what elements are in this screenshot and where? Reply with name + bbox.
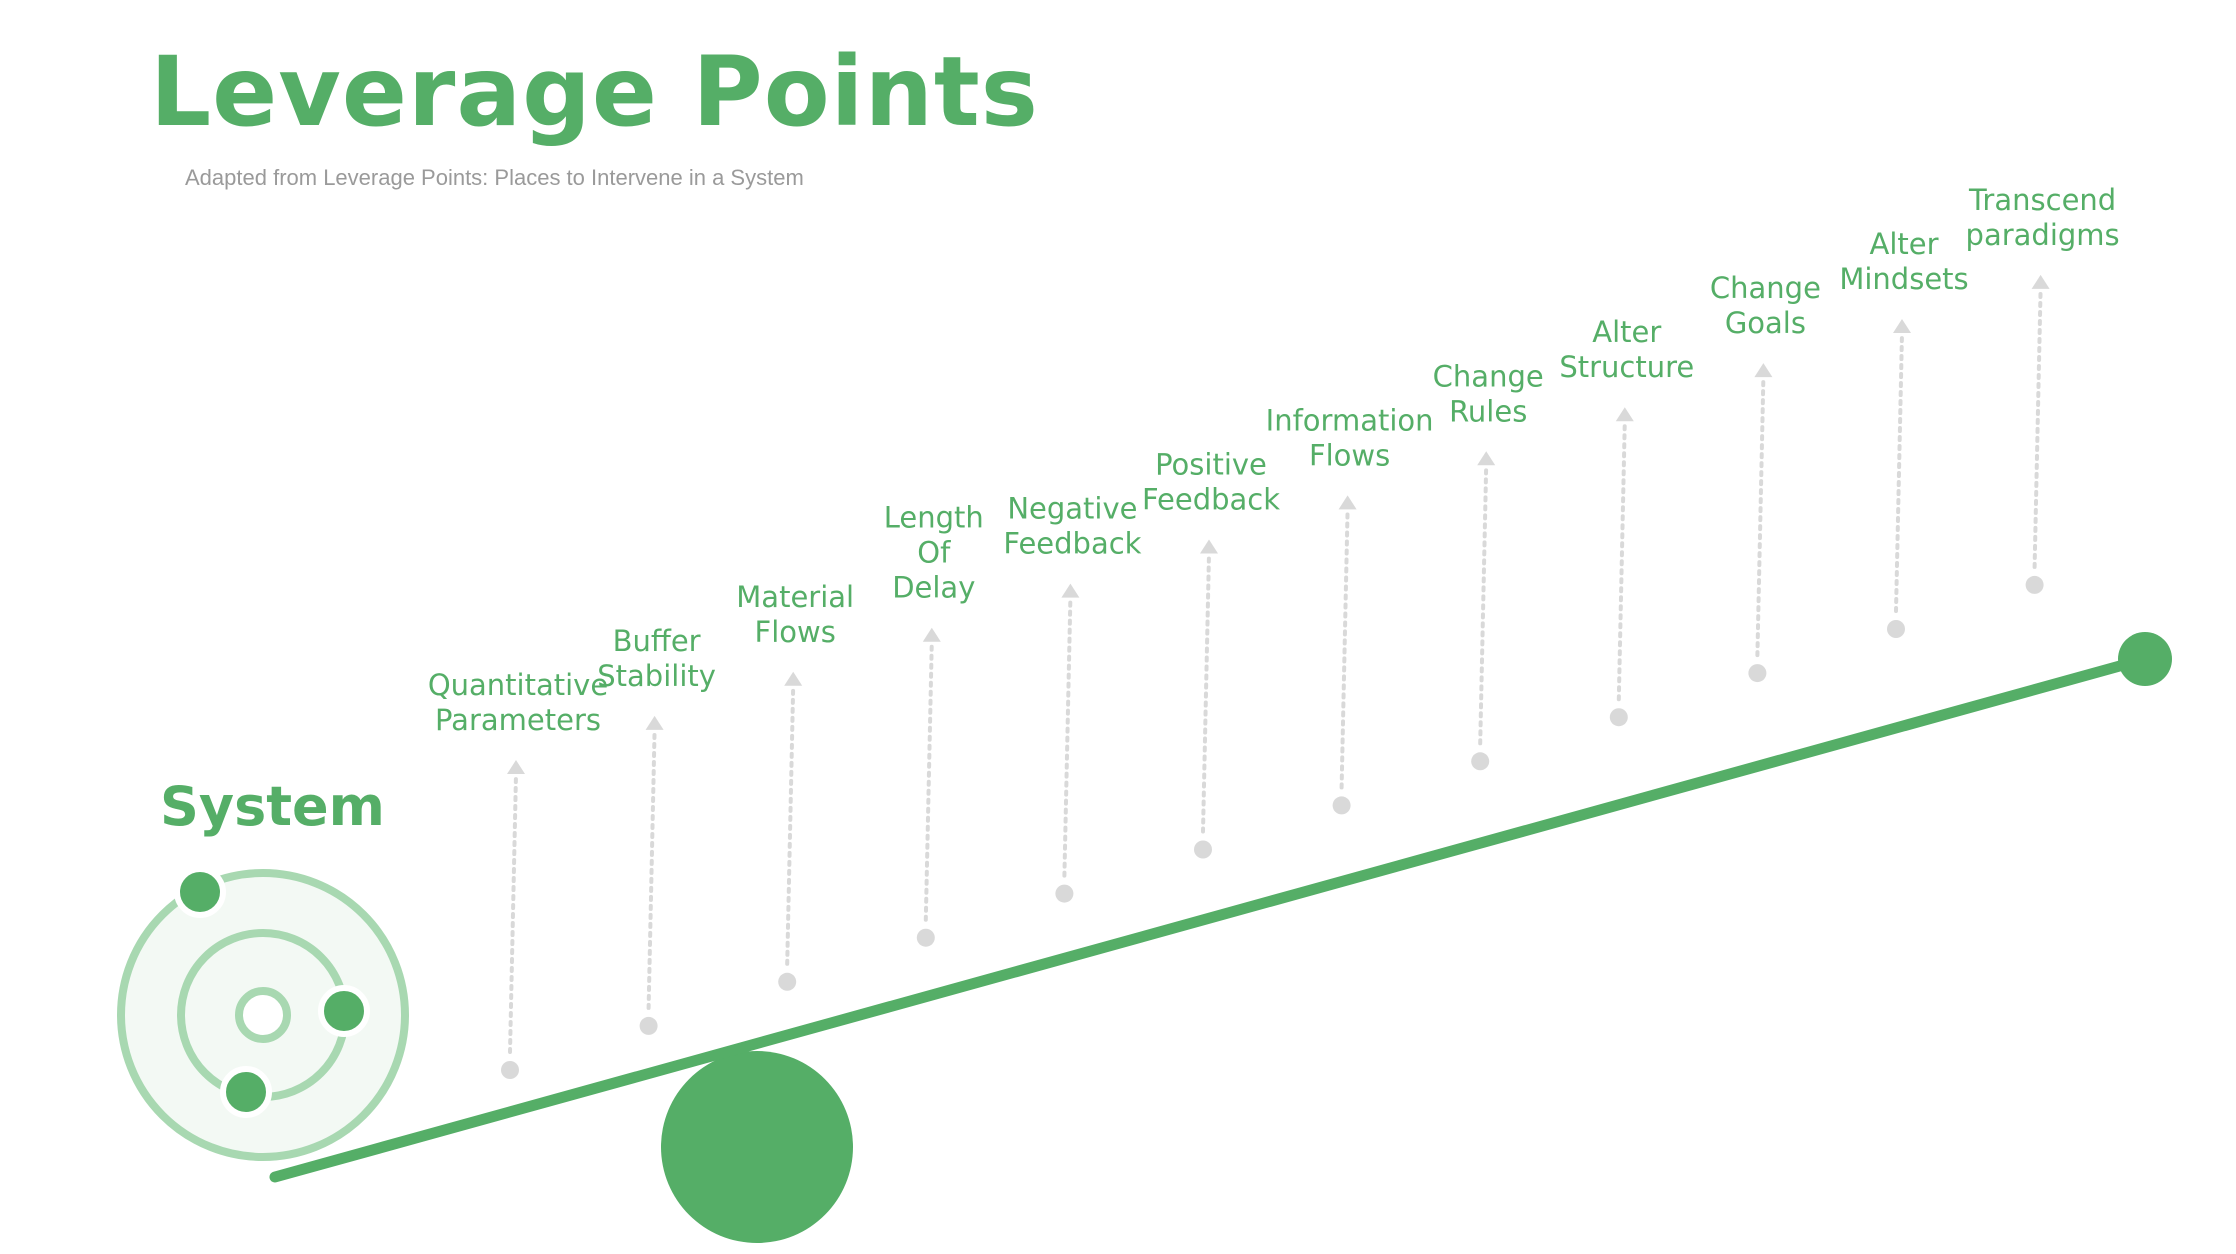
leverage-point-label-line: Mindsets [1839, 262, 1968, 296]
arrow-up-icon [2031, 274, 2050, 289]
leverage-point-label-line: Quantitative [428, 668, 608, 702]
leverage-point-label-line: Change [1710, 271, 1821, 305]
system-node-bottom [220, 1066, 272, 1118]
page-title: Leverage Points [150, 36, 1039, 148]
arrow-up-icon [1615, 407, 1634, 422]
leverage-point-guide [646, 727, 657, 1010]
leverage-point-label-line: Alter [1869, 227, 1938, 261]
leverage-point-label-line: Length [884, 501, 984, 535]
leverage-point-dot [1471, 752, 1490, 771]
leverage-point-label-line: Material [736, 580, 854, 614]
leverage-point-label-line: Feedback [1003, 527, 1141, 561]
leverage-point-guide [923, 639, 934, 922]
system-node-top [174, 866, 226, 918]
leverage-point-label-line: Flows [755, 615, 836, 649]
leverage-point-label-line: Delay [892, 571, 975, 605]
leverage-point-label-line: Feedback [1142, 483, 1280, 517]
leverage-point-guide [1755, 375, 1766, 658]
arrow-up-icon [784, 671, 803, 686]
leverage-point-label-line: Of [917, 536, 951, 570]
leverage-point-guide [785, 683, 796, 966]
leverage-point-dot [1748, 664, 1767, 683]
system-core [235, 987, 291, 1043]
arrow-up-icon [1754, 363, 1773, 378]
leverage-point-dot [1055, 884, 1074, 903]
arrow-up-icon [1477, 451, 1496, 466]
leverage-point-label-line: Change [1433, 359, 1544, 393]
leverage-point-label-line: Parameters [435, 703, 601, 737]
arrow-up-icon [1200, 539, 1218, 554]
leverage-point-dot [2025, 575, 2044, 594]
arrow-up-icon [922, 627, 941, 642]
leverage-point-label-line: Rules [1449, 394, 1527, 428]
leverage-point-guide [1201, 551, 1211, 834]
leverage-point-dot [1887, 620, 1905, 638]
leverage-point-dot [778, 972, 797, 991]
arrow-up-icon [1061, 583, 1080, 598]
leverage-point-guide [1616, 419, 1627, 702]
page-subtitle: Adapted from Leverage Points: Places to … [185, 165, 804, 190]
arrow-up-icon [1893, 319, 1911, 333]
leverage-point-label-line: Stability [597, 659, 716, 693]
leverage-point-guide [1478, 463, 1489, 746]
leverage-point-guide [508, 772, 518, 1054]
leverage-point-guide [1894, 331, 1904, 613]
leverage-point-guide [1339, 507, 1350, 790]
leverage-point-dot [1332, 796, 1351, 815]
lever-end-knob [2118, 632, 2172, 686]
leverage-point-dot [916, 928, 935, 947]
system-icon [117, 866, 409, 1161]
leverage-point-label-line: Negative [1007, 492, 1137, 526]
leverage-point-dot [639, 1016, 658, 1035]
leverage-point-dot [1194, 840, 1212, 859]
leverage-point-guide [1062, 595, 1073, 878]
leverage-point-label-line: Structure [1559, 350, 1694, 384]
system-node-right [318, 985, 370, 1037]
leverage-point-label-line: Buffer [613, 624, 701, 658]
leverage-point-label-line: Information [1266, 403, 1434, 437]
arrow-up-icon [507, 760, 525, 774]
leverage-point-dot [1609, 708, 1628, 727]
fulcrum [661, 1051, 853, 1243]
system-label: System [160, 775, 385, 838]
leverage-point-label-line: Flows [1309, 438, 1390, 472]
arrow-up-icon [645, 715, 664, 730]
leverage-point-label-line: Alter [1592, 315, 1661, 349]
arrow-up-icon [1338, 495, 1357, 510]
leverage-point-dot [501, 1061, 519, 1079]
leverage-point-guide [2032, 286, 2043, 569]
leverage-point-label-line: Goals [1725, 306, 1806, 340]
leverage-point-label-line: Transcend [1968, 183, 2116, 217]
leverage-point-label-line: Positive [1155, 448, 1267, 482]
lever-bar [269, 653, 2151, 1183]
leverage-point-label-line: paradigms [1966, 218, 2120, 252]
